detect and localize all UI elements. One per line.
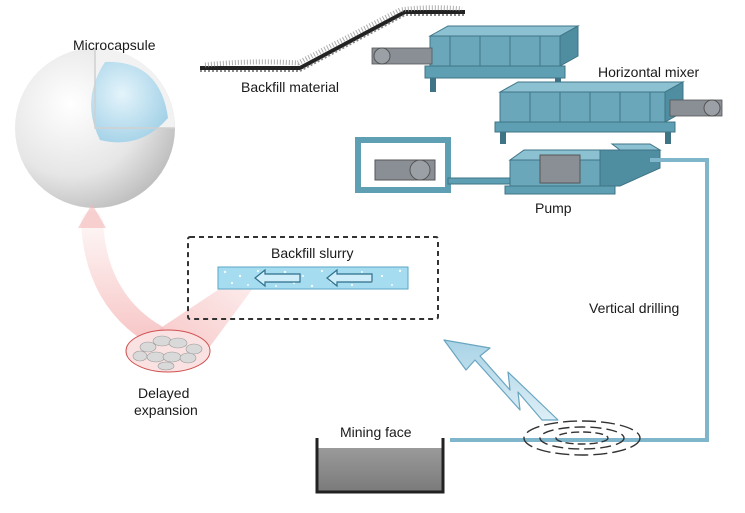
- horizontal-mixer-machine: [494, 81, 723, 144]
- slurry-dashed-box: [187, 236, 439, 320]
- pump-label: Pump: [535, 200, 572, 216]
- conveyor-belt: [200, 5, 465, 72]
- delivery-pipe: [450, 158, 709, 442]
- capsule-cluster: [125, 329, 211, 373]
- vertical-drilling-label: Vertical drilling: [589, 300, 680, 316]
- mining-face: [315, 438, 445, 494]
- backfill-material-label: Backfill material: [241, 79, 340, 95]
- expansion-rings: [523, 420, 641, 456]
- backfill-slurry-label: Backfill slurry: [271, 245, 354, 261]
- slurry-pipe: [217, 266, 409, 290]
- microcapsule-sphere: [15, 48, 175, 208]
- pump-machine: [355, 137, 662, 195]
- delayed-expansion-label-line2: expansion: [134, 402, 198, 418]
- delayed-expansion-label-line1: Delayed: [138, 385, 190, 401]
- upper-mixer-machine: [371, 25, 580, 92]
- mining-face-label: Mining face: [340, 424, 412, 440]
- upward-zigzag-arrow: [443, 339, 559, 421]
- microcapsule-link-arrow: [78, 204, 166, 346]
- horizontal-mixer-label: Horizontal mixer: [598, 64, 700, 80]
- microcapsule-label: Microcapsule: [73, 37, 156, 53]
